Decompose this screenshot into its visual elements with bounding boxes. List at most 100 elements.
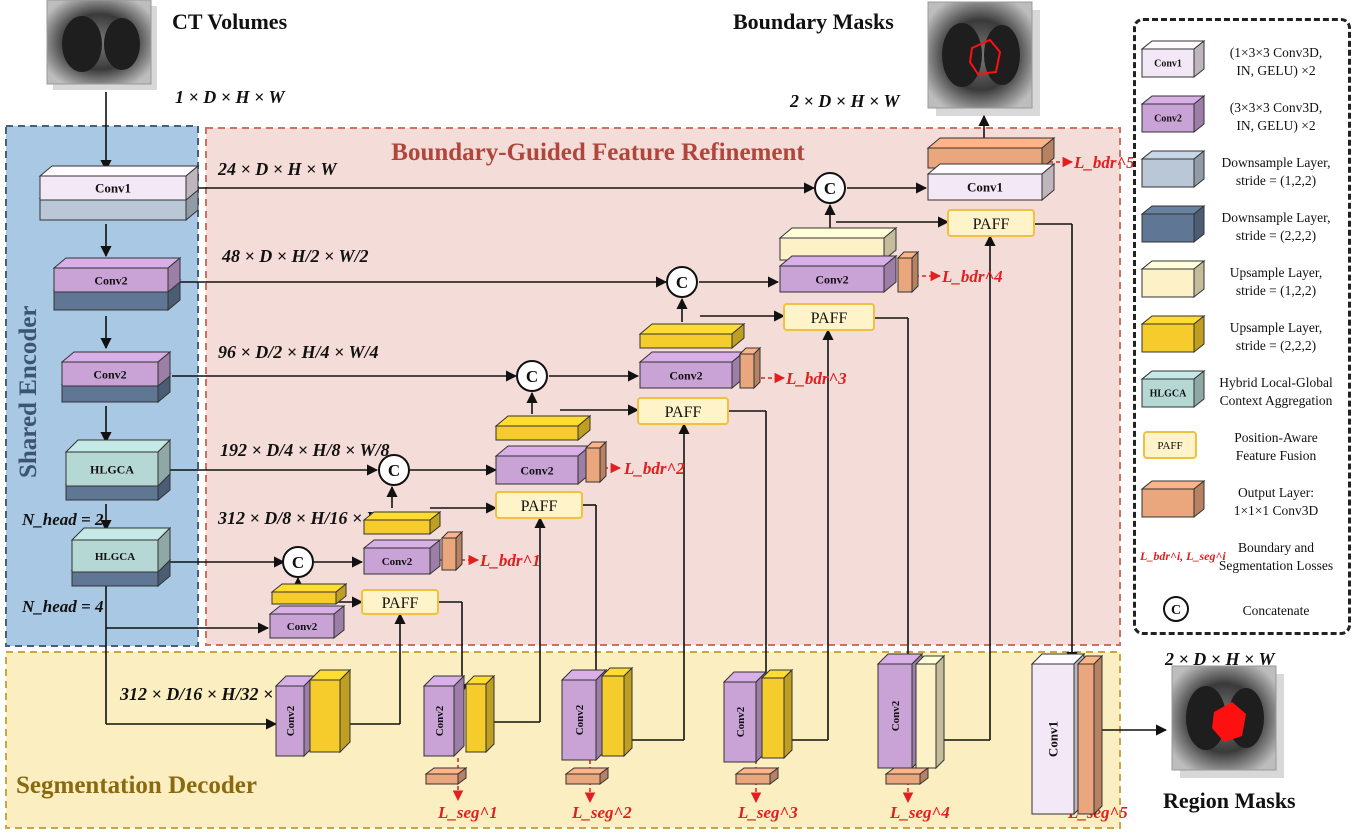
refine-conv2-3-label: Conv2 <box>520 463 553 477</box>
refine-conv2-3: Conv2 <box>494 444 592 486</box>
refine-out-1 <box>440 530 464 572</box>
refine-up-4 <box>638 322 746 350</box>
legend-icon-up22 <box>1140 314 1206 354</box>
n-head-4: N_head = 4 <box>21 597 103 616</box>
legend-icon-conv2-label: Conv2 <box>1154 114 1182 125</box>
concat-5: C <box>814 172 846 204</box>
legend-text-down22-1: Downsample Layer, <box>1222 210 1331 225</box>
legend-text-up12-1: Upsample Layer, <box>1230 265 1322 280</box>
legend-icon-down22 <box>1140 204 1206 244</box>
decoder-out-5 <box>1076 654 1104 816</box>
encoder-conv2-1-label: Conv2 <box>94 273 127 287</box>
encoder-title: Shared Encoder <box>15 306 42 478</box>
legend-items: Conv1 (1×3×3 Conv3D, IN, GELU) ×2Conv2(3×3… <box>1139 39 1333 622</box>
dim-level4: 192 × D/4 × H/8 × W/8 <box>220 440 389 460</box>
network-blocks: Conv1Conv2Conv2HLGCAHLGCAConv2CPAFFConv2… <box>38 136 1104 816</box>
dim-region-out: 2 × D × H × W <box>1164 649 1276 669</box>
legend-text-hlgca-2: Context Aggregation <box>1220 393 1333 408</box>
legend-item-down22: Downsample Layer, stride = (2,2,2) <box>1140 204 1331 244</box>
decoder-up-5 <box>914 654 946 770</box>
encoder-conv2-1: Conv2 <box>52 256 182 294</box>
paff-5-label: PAFF <box>973 216 1010 233</box>
legend-icon-paff-label: PAFF <box>1157 440 1182 452</box>
legend-text-up22-2: stride = (2,2,2) <box>1236 338 1316 353</box>
refine-conv2-4: Conv2 <box>638 350 746 390</box>
legend-icon-conv1: Conv1 <box>1140 39 1206 79</box>
decoder-conv2-3-label: Conv2 <box>574 704 586 735</box>
legend-text-conv2-2: IN, GELU) ×2 <box>1236 118 1315 133</box>
decoder-conv2-1: Conv2 <box>274 674 316 758</box>
legend-text-paff-2: Feature Fusion <box>1236 448 1317 463</box>
dim-level2: 48 × D × H/2 × W/2 <box>221 246 368 266</box>
decoder-conv2-1-label: Conv2 <box>285 705 297 736</box>
boundary-masks-title: Boundary Masks <box>733 9 894 34</box>
dim-level5: 312 × D/8 × H/16 × W/16 <box>217 508 405 528</box>
ct-input-image <box>46 0 157 90</box>
loss-bdr-3: L_bdr^3 <box>785 369 847 388</box>
legend-icon-hlgca: HLGCA <box>1140 369 1206 409</box>
encoder-conv1-label: Conv1 <box>95 181 131 196</box>
concat-4: C <box>666 266 698 298</box>
encoder-hlgca-1: HLGCA <box>64 438 172 488</box>
paff-4: PAFF <box>783 303 875 331</box>
decoder-conv2-5: Conv2 <box>876 652 924 770</box>
legend-item-up22: Upsample Layer,stride = (2,2,2) <box>1140 314 1322 354</box>
legend-text-concat-1: Concatenate <box>1243 603 1310 618</box>
refine-up-3 <box>494 414 592 442</box>
loss-bdr-2: L_bdr^2 <box>623 459 685 478</box>
legend-text-loss-1: Boundary and <box>1238 540 1314 555</box>
refine-out-3 <box>738 346 762 390</box>
loss-bdr-5: L_bdr^5 <box>1073 153 1135 172</box>
dim-level6: 312 × D/16 × H/32 × W/32 <box>119 684 316 704</box>
dim-level3: 96 × D/2 × H/4 × W/4 <box>218 342 378 362</box>
n-head-2: N_head = 2 <box>21 510 104 529</box>
refine-conv1: Conv1 <box>926 162 1056 202</box>
concat-1-label: C <box>292 553 304 572</box>
concat-1: C <box>282 546 314 578</box>
decoder-up-3 <box>600 666 634 758</box>
loss-seg-2: L_seg^2 <box>571 803 632 822</box>
encoder-hlgca-1-label: HLGCA <box>90 462 134 476</box>
legend-item-down12: Downsample Layer,stride = (1,2,2) <box>1140 149 1330 189</box>
refine-conv2-2: Conv2 <box>362 538 442 576</box>
legend-item-conv1: Conv1(1×3×3 Conv3D,IN, GELU) ×2 <box>1140 39 1322 79</box>
legend-text-output-1: Output Layer: <box>1238 485 1314 500</box>
legend-item-conv2: Conv2(3×3×3 Conv3D,IN, GELU) ×2 <box>1140 94 1322 134</box>
region-masks-title: Region Masks <box>1163 788 1296 813</box>
decoder-conv2-4-label: Conv2 <box>735 706 747 737</box>
decoder-up-2 <box>464 674 496 754</box>
paff-3-label: PAFF <box>665 404 702 421</box>
legend-icon-conv1-label: Conv1 <box>1154 59 1182 70</box>
decoder-out-2 <box>564 767 610 785</box>
decoder-up-4 <box>760 668 794 760</box>
encoder-conv2-2: Conv2 <box>60 350 172 388</box>
boundary-mask-image <box>927 1 1040 116</box>
paff-1: PAFF <box>361 589 439 615</box>
legend-icon-conv2: Conv2 <box>1140 94 1206 134</box>
refine-conv2-1-label: Conv2 <box>287 621 318 633</box>
paff-5: PAFF <box>947 209 1035 237</box>
concat-3: C <box>516 360 548 392</box>
legend-icon-down12 <box>1140 149 1206 189</box>
encoder-hlgca-2: HLGCA <box>70 526 172 574</box>
concat-3-label: C <box>526 367 538 386</box>
paff-2: PAFF <box>495 491 583 519</box>
region-mask-image <box>1171 665 1284 778</box>
encoder-conv1: Conv1 <box>38 164 200 202</box>
legend-text-up12-2: stride = (1,2,2) <box>1236 283 1316 298</box>
refine-up-5 <box>778 226 898 262</box>
decoder-out-3 <box>734 767 780 785</box>
legend-text-conv1-1: (1×3×3 Conv3D, <box>1230 45 1322 60</box>
decoder-up-1 <box>308 668 352 754</box>
refine-conv2-1: Conv2 <box>268 604 346 640</box>
refine-conv2-4-label: Conv2 <box>669 368 702 382</box>
decoder-conv2-5-label: Conv2 <box>890 700 902 731</box>
legend-text-down22-2: stride = (2,2,2) <box>1236 228 1316 243</box>
decoder-conv2-2: Conv2 <box>422 674 466 758</box>
refinement-title: Boundary-Guided Feature Refinement <box>391 139 805 166</box>
legend-text-hlgca-1: Hybrid Local-Global <box>1219 375 1333 390</box>
legend-item-up12: Upsample Layer, stride = (1,2,2) <box>1140 259 1322 299</box>
